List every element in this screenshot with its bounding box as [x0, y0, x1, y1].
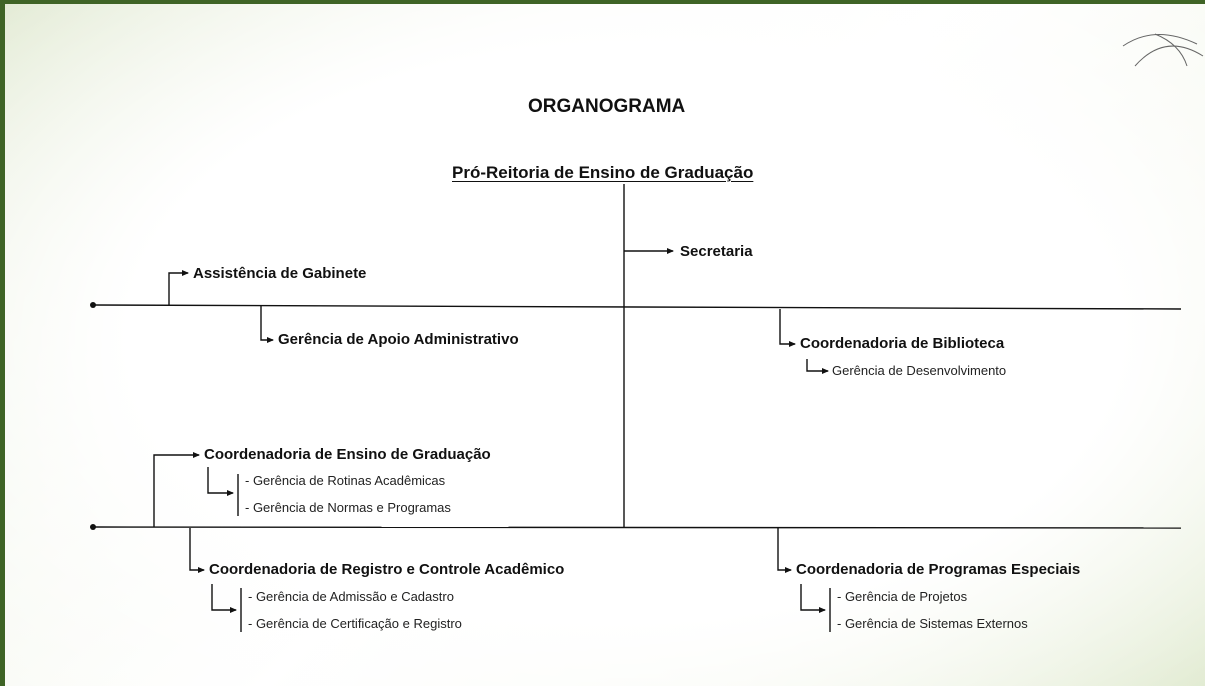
node-gerencia-rotinas: - Gerência de Rotinas Acadêmicas [245, 473, 446, 488]
node-gerencia-certificacao: - Gerência de Certificação e Registro [248, 616, 462, 631]
horizontal-bus-top [92, 304, 1182, 310]
arrow-apoio [260, 305, 274, 343]
node-coord-ensino: Coordenadoria de Ensino de Graduação [204, 446, 491, 463]
arrow-biblioteca [779, 309, 796, 347]
arrow-registro-sub [211, 584, 237, 613]
node-secretaria: Secretaria [680, 243, 753, 260]
connector-lines [90, 33, 1204, 632]
node-gerencia-sistemas-externos: - Gerência de Sistemas Externos [837, 616, 1028, 631]
arrow-registro [189, 528, 205, 573]
arrow-programas-sub [800, 584, 826, 613]
node-gerencia-admissao: - Gerência de Admissão e Cadastro [248, 589, 454, 604]
node-coord-registro: Coordenadoria de Registro e Controle Aca… [209, 561, 565, 578]
node-assistencia-gabinete: Assistência de Gabinete [193, 265, 367, 282]
arrow-programas [777, 528, 792, 573]
horizontal-bus-bottom [92, 526, 1182, 529]
arrow-ensino [153, 452, 200, 527]
node-coord-programas: Coordenadoria de Programas Especiais [796, 561, 1081, 578]
arrow-assistencia [168, 270, 189, 305]
swoosh-decoration [1122, 33, 1204, 67]
node-gerencia-normas: - Gerência de Normas e Programas [245, 500, 451, 515]
root-unit: Pró-Reitoria de Ensino de Graduação [452, 163, 754, 182]
arrow-ensino-sub [207, 467, 234, 496]
node-gerencia-apoio-administrativo: Gerência de Apoio Administrativo [278, 331, 519, 348]
node-gerencia-desenvolvimento: Gerência de Desenvolvimento [832, 363, 1007, 378]
node-coord-biblioteca: Coordenadoria de Biblioteca [800, 335, 1005, 352]
node-gerencia-projetos: - Gerência de Projetos [837, 589, 968, 604]
arrow-desenvolvimento [806, 359, 829, 374]
diagram-title: ORGANOGRAMA [528, 96, 686, 117]
